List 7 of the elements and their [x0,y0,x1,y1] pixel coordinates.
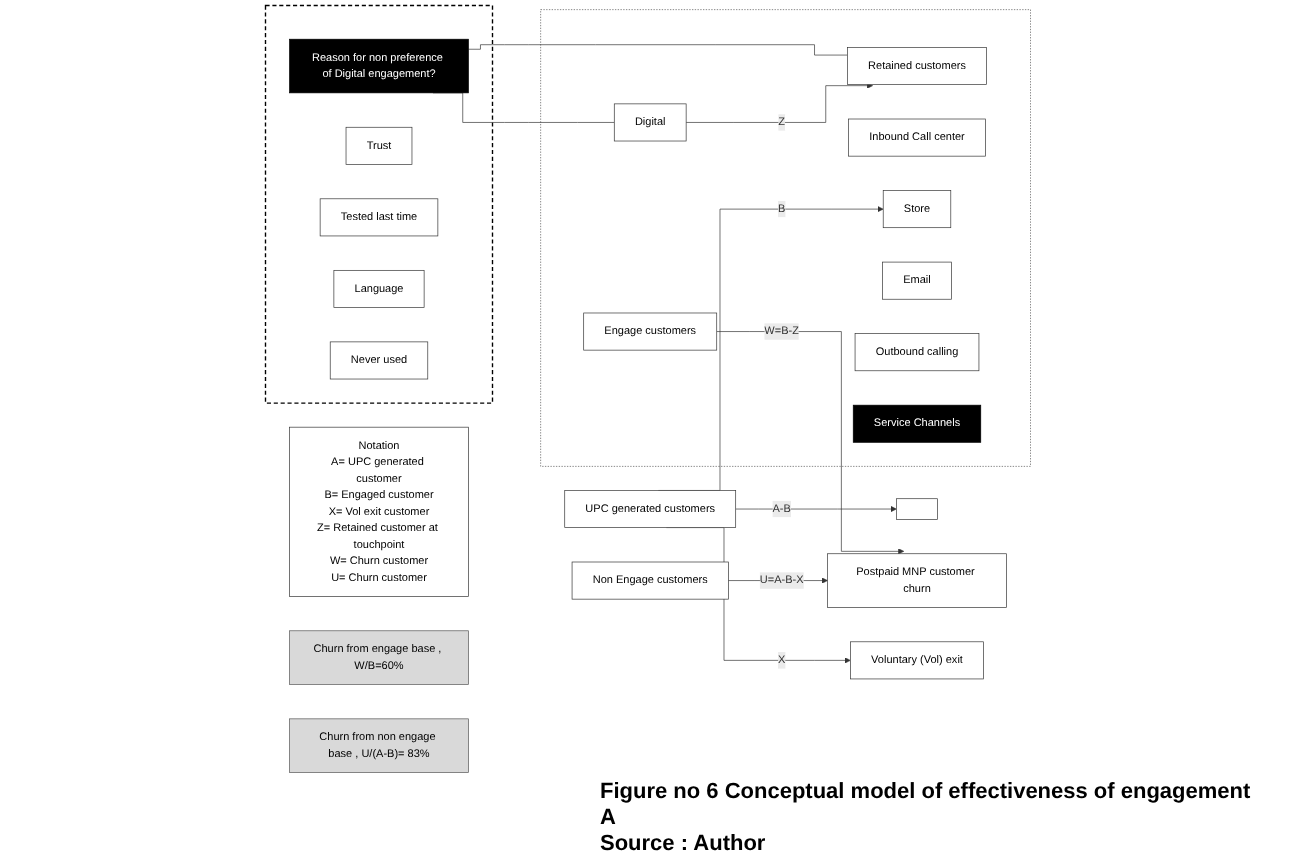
connector [468,44,848,56]
node-box [896,498,938,520]
note: Source : Author [600,832,768,856]
figure-caption: Figure no 6 Conceptual model of effectiveness of engagement [600,780,1253,804]
note: A [600,806,618,830]
cluster [540,9,1031,467]
cluster [264,4,494,404]
